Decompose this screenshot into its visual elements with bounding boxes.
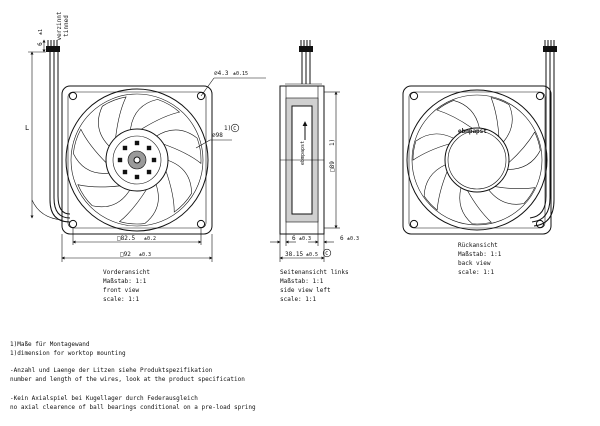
back-mount-hole-br — [535, 219, 545, 229]
mount-hole-br — [196, 219, 206, 229]
hub-slot — [146, 145, 152, 151]
note-line-5: -Kein Axialspiel bei Kugellager durch Fe… — [10, 395, 198, 402]
side-caption-2: Maßstab: 1:1 — [280, 278, 324, 285]
fan-blade — [165, 159, 192, 213]
mount-hole-tl — [68, 91, 78, 101]
front-frame-outer — [61, 85, 213, 235]
side-wire-bundle — [285, 40, 322, 85]
fan-blade — [98, 96, 127, 148]
front-frame-inner — [67, 91, 207, 229]
hole-tol: ±0.15 — [233, 71, 248, 77]
length-label: L — [25, 124, 29, 132]
fan-blade — [118, 183, 159, 225]
wire-note-de: verzinnt — [56, 11, 63, 40]
back-venturi-outer — [406, 89, 548, 231]
back-frame-inner — [408, 91, 546, 229]
hub-slot — [134, 174, 140, 180]
back-wire-bundle — [529, 40, 557, 227]
fan-blade — [73, 128, 111, 174]
fan-blade — [129, 99, 181, 132]
hub-slot — [134, 140, 140, 146]
front-view: 6 ±1 verzinnt tinned L ⌀4.3 ±0.15 ⌀98 1)… — [25, 11, 266, 303]
front-caption-2: Maßstab: 1:1 — [103, 278, 147, 285]
flange-right-dim: 6 — [340, 235, 344, 242]
fan-blade — [77, 184, 131, 208]
back-strut — [436, 100, 480, 129]
note-line-4: number and length of the wires, look at … — [10, 376, 245, 383]
ring-dim: ⌀98 — [212, 132, 223, 139]
back-strut — [412, 133, 455, 161]
back-brand: ebmpapst — [458, 128, 487, 135]
back-venturi-inner — [411, 94, 543, 226]
back-mount-hole-tl — [409, 91, 419, 101]
back-strut — [459, 187, 492, 225]
flange-left-dim: 6 — [292, 235, 296, 242]
back-frame-outer — [402, 85, 552, 235]
front-caption-1: Vorderansicht — [103, 269, 150, 276]
side-caption-3: side view left — [280, 287, 331, 294]
front-hub-ring — [112, 135, 162, 185]
strip-tol: ±1 — [38, 29, 44, 35]
front-caption-4: scale: 1:1 — [103, 296, 140, 303]
hub-slot — [146, 169, 152, 175]
fan-blade — [155, 129, 202, 164]
back-struts — [412, 97, 541, 225]
front-wire-bundle — [46, 40, 71, 223]
hub-slot — [122, 145, 128, 151]
back-caption-1: Rückansicht — [458, 242, 498, 249]
back-strut — [423, 164, 448, 211]
back-caption-3: back view — [458, 260, 491, 267]
back-strut — [490, 97, 513, 143]
note-line-3: -Anzahl und Laenge der Litzen siehe Prod… — [10, 367, 213, 374]
back-caption-2: Maßstab: 1:1 — [458, 251, 502, 258]
flange-left-tol: ±0.3 — [299, 236, 311, 242]
back-view: ebmpapst Rückansicht Maßstab: 1:1 back v… — [402, 40, 557, 276]
wire-note-en: tinned — [63, 15, 70, 37]
side-view: ebmpapst □89 1) 6 ±0.3 6 ±0.3 38.15 ±0.5… — [270, 40, 359, 303]
back-motor-ring — [447, 130, 507, 190]
ring-circle-ref: C — [233, 126, 236, 132]
hub-slot — [117, 157, 123, 163]
note-line-6: no axial clearence of ball bearings cond… — [10, 404, 256, 411]
depth-dim: 38.15 — [285, 251, 303, 258]
size-tol: ±0.3 — [139, 252, 151, 258]
height-ref: 1) — [329, 139, 336, 146]
strip-dim: 6 — [37, 42, 44, 46]
front-venturi-outer — [65, 88, 209, 232]
side-caption-4: scale: 1:1 — [280, 296, 317, 303]
front-blades — [73, 96, 202, 225]
depth-tol: ±0.5 — [306, 252, 318, 258]
hole-dim: ⌀4.3 — [214, 70, 229, 77]
mount-hole-bl — [68, 219, 78, 229]
back-motor-plate — [444, 127, 510, 193]
note-line-2: 1)dimension for worktop mounting — [10, 350, 126, 357]
hub-slots — [117, 140, 157, 180]
side-caption-1: Seitenansicht links — [280, 269, 349, 276]
front-venturi-inner — [70, 93, 204, 227]
mount-hole-tr — [196, 91, 206, 101]
back-strut — [488, 186, 536, 205]
size-dim: □92 — [120, 251, 131, 258]
side-brand: ebmpapst — [300, 141, 306, 165]
height-dim: □89 — [329, 161, 336, 172]
hub-slot — [151, 157, 157, 163]
pitch-tol: ±0.2 — [144, 236, 156, 242]
notes: 1)Maße für Montagewand 1)dimension for w… — [10, 341, 256, 411]
back-strut — [507, 131, 541, 170]
front-caption-3: front view — [103, 287, 140, 294]
flange-right-tol: ±0.3 — [347, 236, 359, 242]
back-caption-4: scale: 1:1 — [458, 269, 495, 276]
back-mount-hole-bl — [409, 219, 419, 229]
ring-note-ref: 1) — [224, 125, 231, 132]
hub-slot — [122, 169, 128, 175]
back-mount-hole-tr — [535, 91, 545, 101]
pitch-dim: □82.5 — [117, 235, 135, 242]
note-line-1: 1)Maße für Montagewand — [10, 341, 90, 348]
depth-circle-ref: C — [325, 251, 328, 257]
front-hub-axle — [133, 156, 141, 164]
